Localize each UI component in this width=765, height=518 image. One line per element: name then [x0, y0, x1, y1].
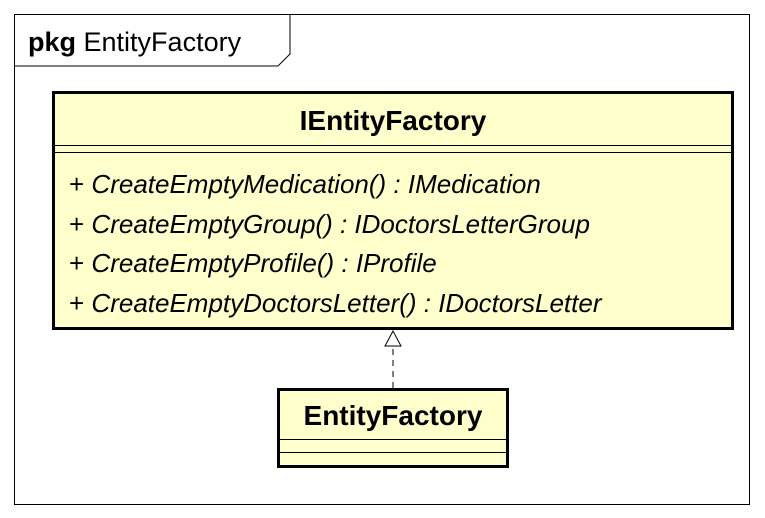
package-frame	[14, 14, 750, 505]
operations-list: + CreateEmptyMedication() : IMedication …	[69, 165, 601, 323]
implementation-name: EntityFactory	[303, 400, 483, 431]
package-tab-outline	[14, 14, 291, 67]
operation-visibility: +	[69, 287, 85, 318]
implementation-class-box[interactable]: EntityFactory	[277, 388, 509, 468]
operation-signature: CreateEmptyProfile() : IProfile	[91, 248, 437, 278]
operation-signature: CreateEmptyDoctorsLetter() : IDoctorsLet…	[91, 287, 602, 318]
operation-visibility: +	[69, 208, 85, 239]
attribute-compartment-top-divider	[280, 439, 506, 440]
package-keyword: pkg	[28, 27, 77, 57]
operation-signature: CreateEmptyMedication() : IMedication	[91, 169, 541, 199]
package-label: pkg EntityFactory	[28, 26, 241, 58]
operation-item: + CreateEmptyProfile() : IProfile	[69, 244, 601, 284]
package-name: EntityFactory	[83, 27, 242, 57]
operation-visibility: +	[69, 248, 85, 278]
operation-item: + CreateEmptyDoctorsLetter() : IDoctorsL…	[69, 284, 601, 324]
attribute-compartment-top-divider	[55, 145, 731, 146]
attribute-compartment-bottom-divider	[280, 452, 506, 453]
operation-visibility: +	[69, 169, 85, 199]
operation-signature: CreateEmptyGroup() : IDoctorsLetterGroup	[91, 208, 590, 239]
operation-item: + CreateEmptyMedication() : IMedication	[69, 165, 601, 205]
operation-item: + CreateEmptyGroup() : IDoctorsLetterGro…	[69, 205, 601, 245]
realization-arrowhead-icon	[384, 329, 402, 347]
attribute-compartment-bottom-divider	[55, 152, 731, 153]
interface-name: IEntityFactory	[299, 105, 487, 136]
interface-class-box[interactable]: IEntityFactory + CreateEmptyMedication()…	[52, 91, 734, 330]
